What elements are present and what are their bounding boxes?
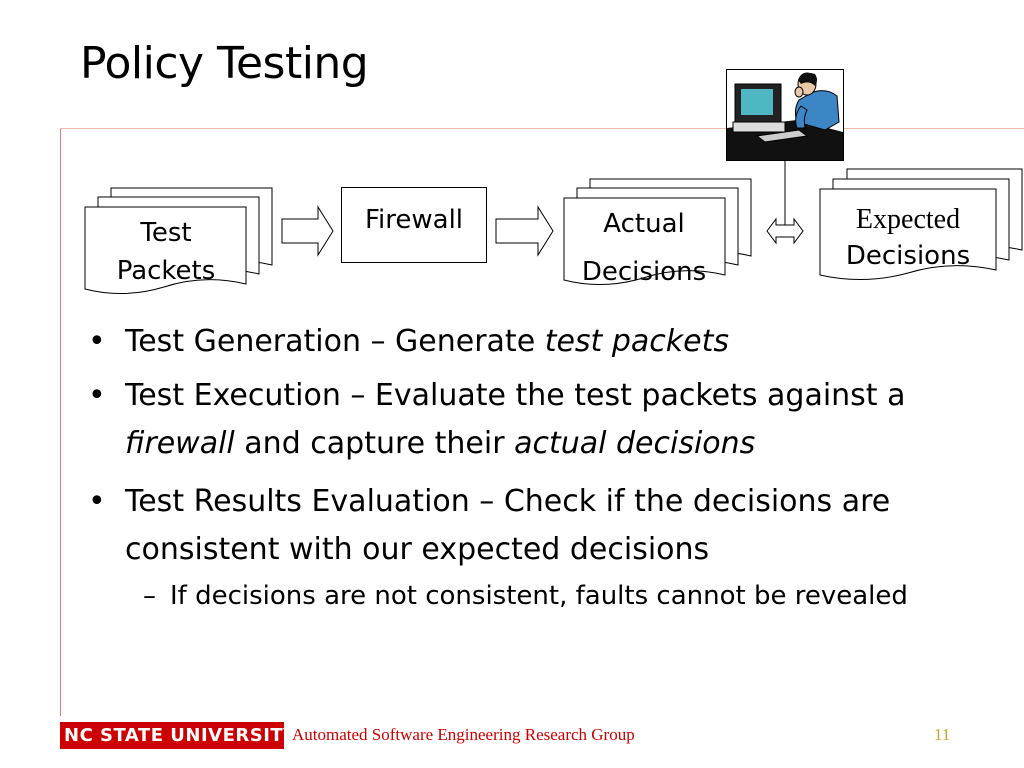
bullet-test-results-evaluation: • Test Results Evaluation – Check if the…: [88, 478, 918, 574]
bullet-test-execution: • Test Execution – Evaluate the test pac…: [88, 372, 918, 468]
bullet-2-text-1: Test Execution – Evaluate the test packe…: [125, 378, 906, 413]
bullet-2-emphasis-2: actual decisions: [514, 426, 756, 461]
person-at-computer-image: [726, 69, 844, 161]
arrow-right-2: [495, 205, 554, 257]
bullet-dot: •: [88, 484, 106, 519]
compare-double-arrow: [766, 217, 804, 245]
sub-bullet-text: If decisions are not consistent, faults …: [170, 581, 908, 611]
arrow-right-1: [281, 205, 334, 257]
top-rule: [60, 128, 1024, 129]
actual-decisions-label: Actual Decisions: [566, 200, 722, 296]
bullet-list: • Test Generation – Generate test packet…: [88, 318, 918, 616]
sub-bullet-faults: – If decisions are not consistent, fault…: [88, 576, 918, 616]
ncsu-logo: NC STATE UNIVERSITY: [60, 722, 296, 749]
test-packets-doc-stack: [84, 187, 273, 294]
bullet-1-text: Test Generation – Generate: [125, 324, 545, 359]
bullet-dot: •: [88, 324, 106, 359]
sub-bullet-dash: –: [143, 581, 156, 611]
footer-group-name: Automated Software Engineering Research …: [292, 725, 635, 744]
slide-title: Policy Testing: [80, 38, 369, 89]
test-packets-line2: Packets: [116, 256, 216, 286]
test-packets-line1: Test: [140, 218, 192, 248]
left-rule: [60, 128, 61, 716]
test-packets-label: Test Packets: [88, 214, 244, 290]
bullet-2-emphasis-1: firewall: [125, 426, 235, 461]
bullet-2-text-2: and capture their: [234, 426, 515, 461]
workflow-diagram: [84, 161, 1023, 294]
expected-decisions-doc-stack: [819, 168, 1023, 280]
bullet-3-text: Test Results Evaluation – Check if the d…: [125, 484, 891, 567]
expected-decisions-line2: Decisions: [845, 241, 971, 271]
bullet-test-generation: • Test Generation – Generate test packet…: [88, 318, 918, 366]
actual-decisions-line2: Decisions: [581, 257, 707, 287]
actual-decisions-line1: Actual: [603, 209, 685, 239]
firewall-box: [341, 187, 487, 263]
firewall-label: Firewall: [364, 205, 464, 235]
bullet-dot: •: [88, 378, 106, 413]
expected-decisions-label: Expected Decisions: [822, 202, 994, 274]
expected-decisions-line1: Expected: [855, 204, 961, 235]
page-number: 11: [934, 725, 951, 744]
actual-decisions-doc-stack: [563, 178, 752, 285]
bullet-1-emphasis: test packets: [544, 324, 729, 359]
